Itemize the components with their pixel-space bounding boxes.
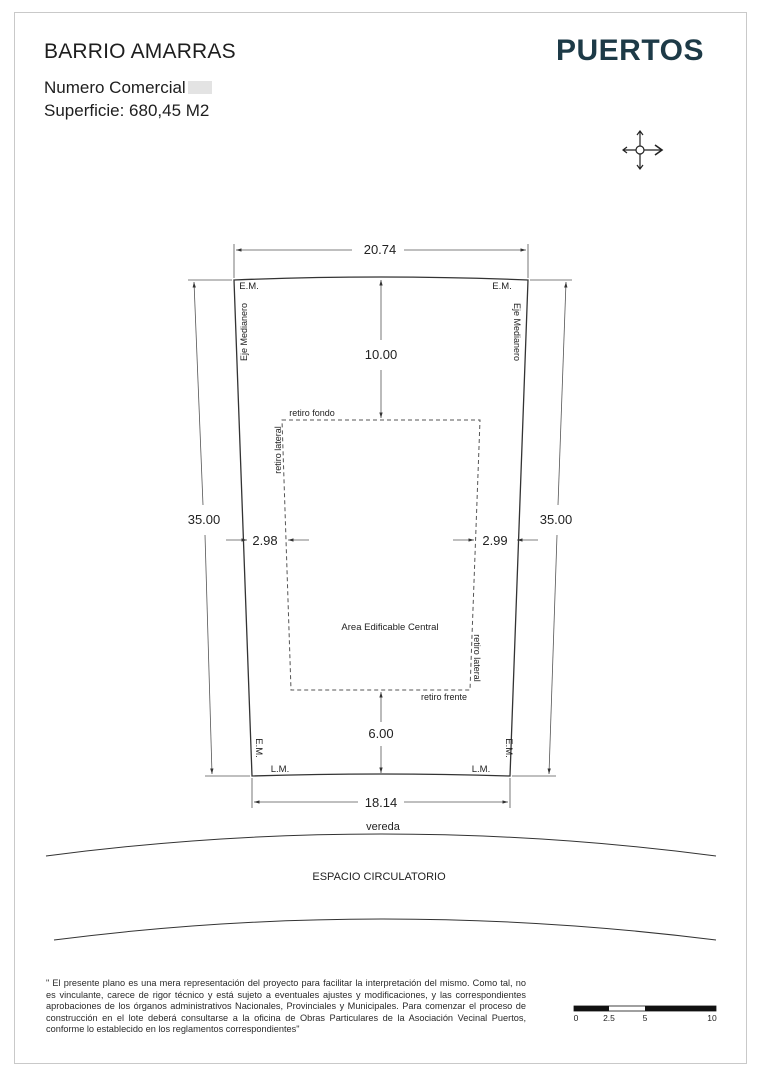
scale-label-2-5: 2.5 bbox=[603, 1013, 615, 1023]
redacted-number bbox=[187, 81, 212, 94]
area-edificable-label: Area Edificable Central bbox=[341, 622, 438, 633]
drawing-frame bbox=[14, 12, 747, 1064]
scale-label-5: 5 bbox=[643, 1013, 648, 1023]
scale-label-0: 0 bbox=[574, 1013, 579, 1023]
page-title: BARRIO AMARRAS bbox=[44, 40, 236, 63]
brand-logo: PUERTOS bbox=[556, 34, 704, 67]
eje-medianero-left: Eje Medianero bbox=[239, 303, 249, 361]
dim-right: 35.00 bbox=[540, 512, 573, 527]
dim-retiro-fondo: 10.00 bbox=[365, 347, 398, 362]
dim-top-lines bbox=[233, 244, 529, 278]
lot-boundary bbox=[233, 276, 529, 777]
lm-label-right: L.M. bbox=[472, 764, 490, 775]
em-label-bottom-left: E.M. bbox=[253, 738, 264, 758]
em-label-bottom-right: E.M. bbox=[503, 738, 514, 758]
retiro-lateral-left-label: retiro lateral bbox=[273, 426, 283, 474]
superficie: Superficie: 680,45 M2 bbox=[44, 101, 210, 120]
numero-comercial: Numero Comercial bbox=[44, 78, 212, 98]
scale-bar bbox=[573, 1005, 717, 1012]
disclaimer-text: " El presente plano es una mera represen… bbox=[46, 978, 526, 1035]
dim-lateral-left: 2.98 bbox=[252, 533, 277, 548]
street-upper-curb bbox=[45, 833, 717, 857]
dim-bottom: 18.14 bbox=[365, 795, 398, 810]
em-label-top-right: E.M. bbox=[492, 281, 512, 292]
dim-right-lines bbox=[512, 279, 572, 777]
retiro-fondo-label: retiro fondo bbox=[289, 408, 335, 418]
retiro-frente-label: retiro frente bbox=[421, 692, 467, 702]
dim-bottom-lines bbox=[251, 778, 511, 808]
dim-lateral-right: 2.99 bbox=[482, 533, 507, 548]
buildable-area bbox=[281, 419, 481, 691]
retiro-lateral-right-label: retiro lateral bbox=[472, 634, 482, 682]
dim-top: 20.74 bbox=[364, 242, 397, 257]
espacio-circulatorio-label: ESPACIO CIRCULATORIO bbox=[312, 871, 446, 883]
street-lower-curb bbox=[53, 918, 717, 941]
vereda-label: vereda bbox=[366, 821, 401, 833]
dim-left: 35.00 bbox=[188, 512, 221, 527]
dim-left-lines bbox=[188, 279, 250, 777]
eje-medianero-right: Eje Medianero bbox=[512, 303, 522, 361]
dim-retiro-frente: 6.00 bbox=[368, 726, 393, 741]
scale-label-10: 10 bbox=[707, 1013, 717, 1023]
lm-label-left: L.M. bbox=[271, 764, 289, 775]
em-label-top-left: E.M. bbox=[239, 281, 259, 292]
compass-icon bbox=[622, 130, 664, 170]
numero-comercial-label: Numero Comercial bbox=[44, 78, 186, 97]
